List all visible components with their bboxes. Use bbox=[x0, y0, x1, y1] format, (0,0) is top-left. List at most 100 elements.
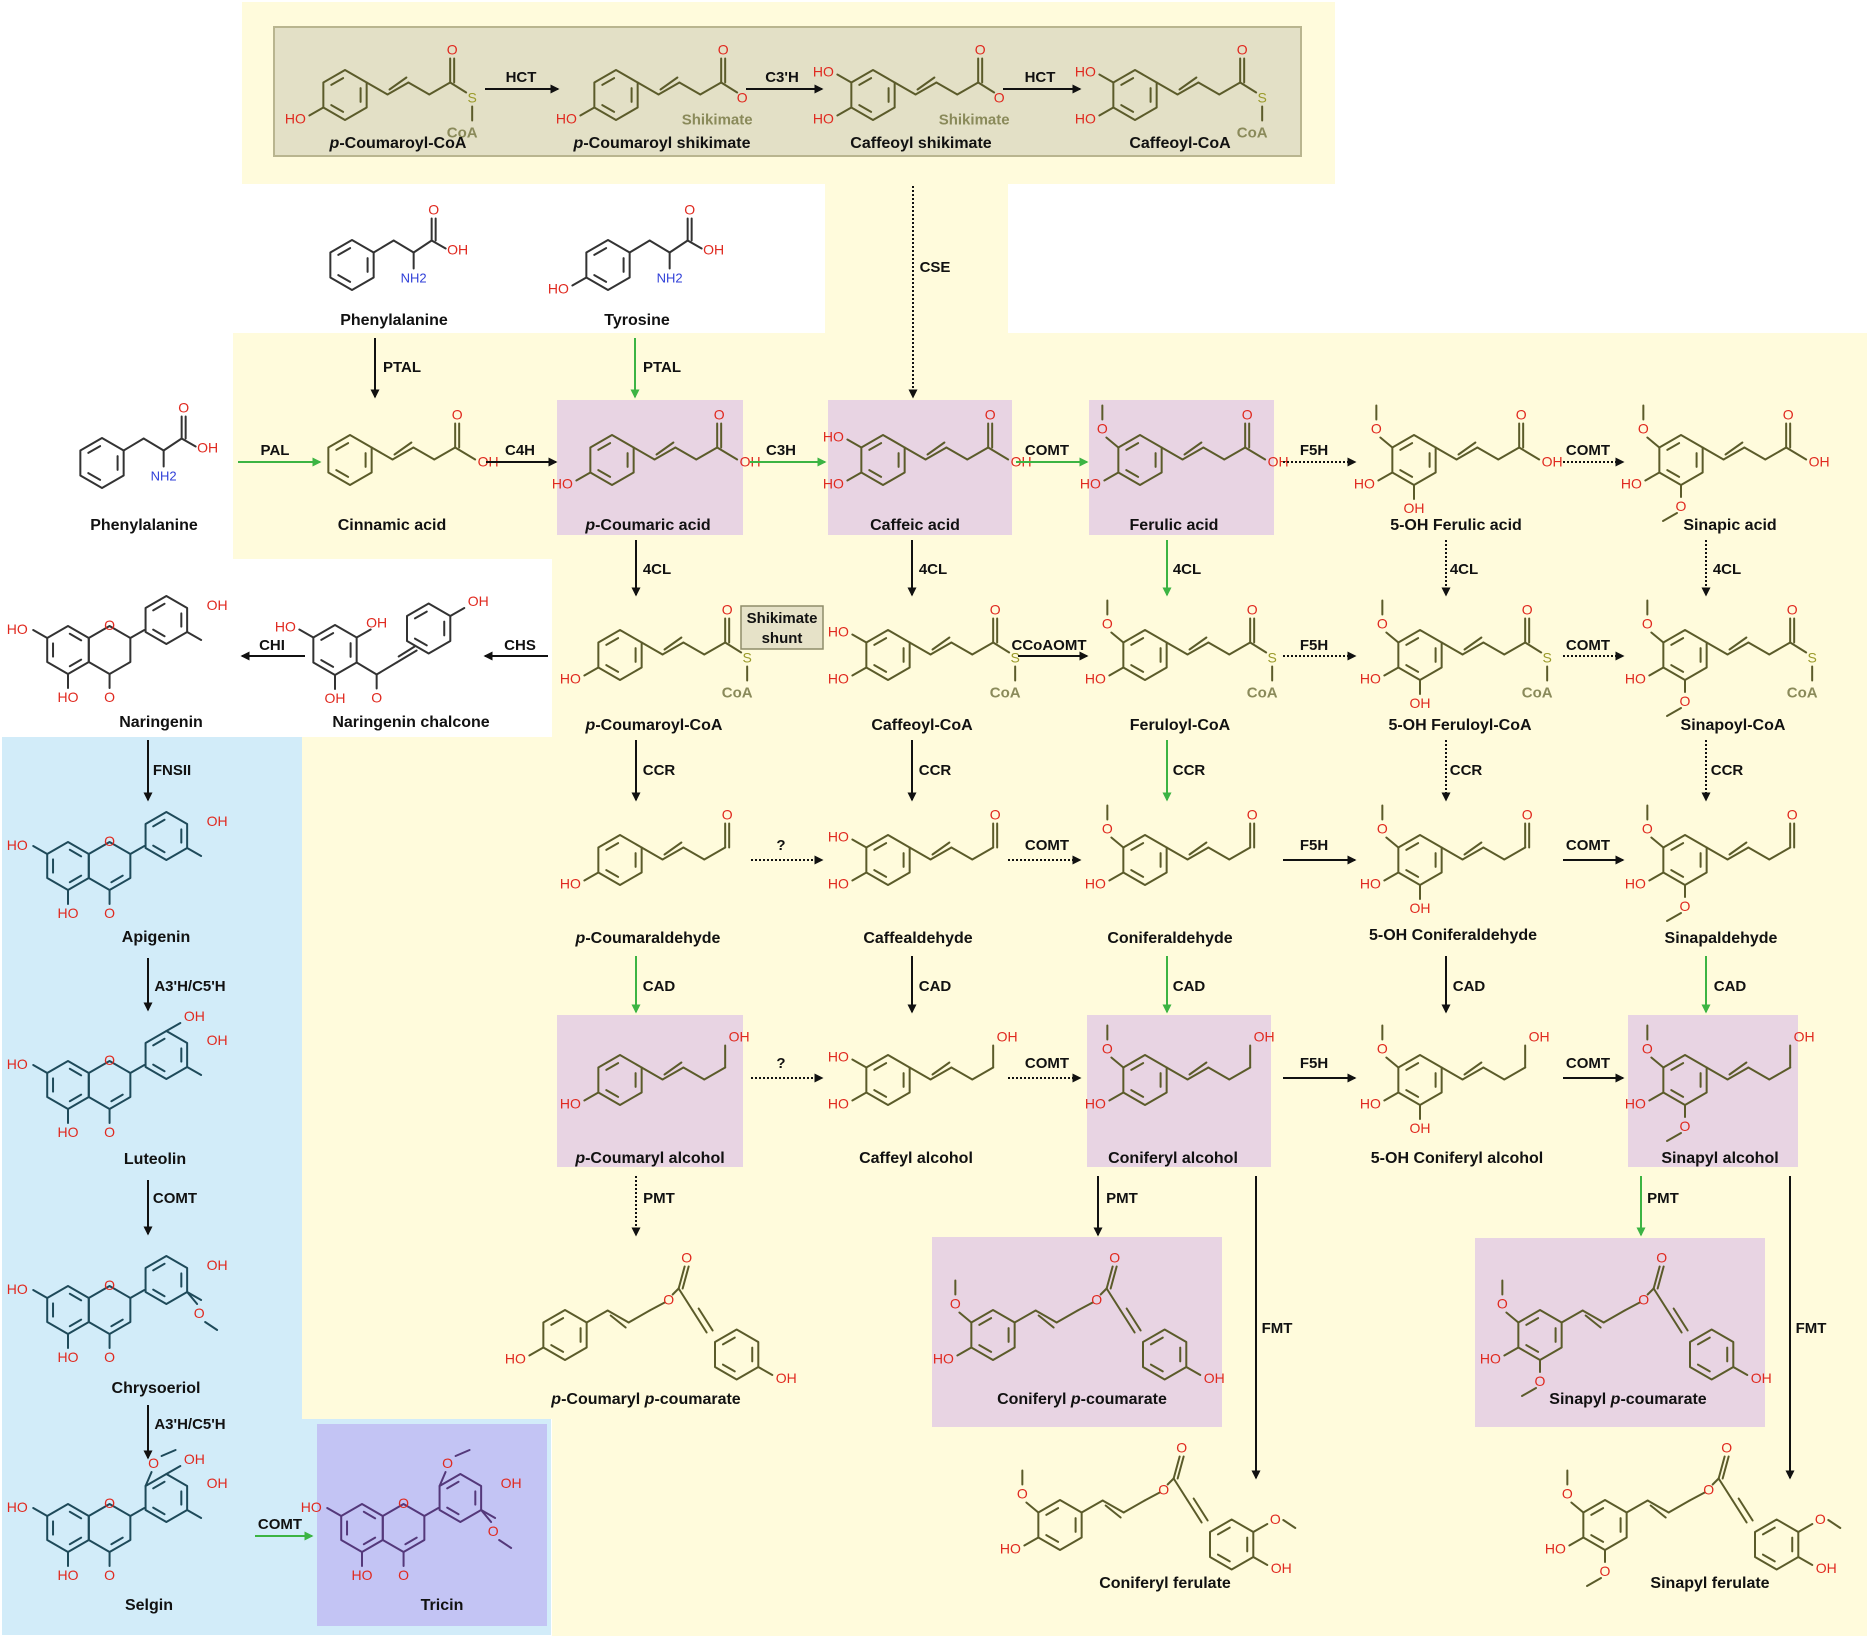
sinapyl-pcoumarate-acyl-carbonyl-double bbox=[1656, 1265, 1665, 1290]
structure-layer: OSCoAHOOOShikimateHOOOShikimateHOHOOSCoA… bbox=[7, 42, 1842, 1587]
coniferaldehyde-chain-bond bbox=[1165, 846, 1189, 861]
pcoumaryl-pcoumarate-acyl-double bbox=[697, 1307, 714, 1332]
caffeic-acid-oh4: HO bbox=[823, 476, 844, 492]
ferulic-acid-chain-bond bbox=[1202, 446, 1226, 461]
caffealdehyde-oh3: HO bbox=[828, 829, 849, 845]
sinapoyl-coa-chain-bond bbox=[1747, 641, 1771, 656]
5oh-coniferyl-alcohol-ome3-o: O bbox=[1377, 1041, 1388, 1057]
coniferyl-ferulate-chain bbox=[1101, 1499, 1125, 1514]
pcoumaroyl-shikimate-chain-bond bbox=[699, 81, 723, 96]
sinapyl-ferulate-chain bbox=[1646, 1499, 1670, 1514]
pcoumaroyl-coa-oh4-bond bbox=[583, 666, 600, 677]
caffeic-acid-oh3: HO bbox=[823, 429, 844, 445]
ring-double-bond bbox=[68, 1093, 83, 1103]
sinapyl-pcoumarate-acid-oh-bond bbox=[1732, 1366, 1749, 1376]
apigenin-oh4p: OH bbox=[207, 813, 228, 829]
ring-double-bond bbox=[152, 1037, 166, 1047]
sinapyl-ferulate-ester-bond bbox=[1711, 1477, 1720, 1486]
ferulic-acid-chain-bond bbox=[1223, 446, 1247, 461]
enzyme-4cl-1: 4CL bbox=[643, 561, 671, 578]
sinapyl-alcohol-oh4: HO bbox=[1625, 1096, 1646, 1112]
ring-double-bond bbox=[152, 628, 166, 638]
5oh-coniferyl-alcohol-oh: OH bbox=[1529, 1029, 1550, 1045]
selgin-ome5p-methyl bbox=[160, 1449, 177, 1457]
5oh-ferulic-acid-oh5: OH bbox=[1404, 500, 1425, 516]
caffeyl-alcohol-oh3: HO bbox=[828, 1049, 849, 1065]
tricin-oh5: HO bbox=[352, 1567, 373, 1583]
label-5oh-coniferaldehyde: 5-OH Coniferaldehyde bbox=[1369, 927, 1537, 944]
pcoumaraldehyde-chain-bond bbox=[661, 846, 685, 861]
5oh-feruloyl-coa-o: O bbox=[1522, 602, 1533, 618]
coniferyl-pcoumarate-acyl-chain-2 bbox=[1119, 1309, 1136, 1334]
ring-double-bond bbox=[593, 274, 608, 283]
sinapoyl-coa-ome5-methyl bbox=[1666, 707, 1682, 717]
label-caffeic-acid: Caffeic acid bbox=[870, 517, 960, 534]
phenylalanine-top-ca bbox=[392, 239, 415, 254]
ring-double-bond bbox=[1130, 664, 1145, 673]
ferulic-acid-chain-bond bbox=[1181, 446, 1205, 461]
caffealdehyde-oh4: HO bbox=[828, 876, 849, 892]
selgin-ome5p-bond bbox=[144, 1471, 153, 1487]
ring-double-bond bbox=[1590, 1534, 1605, 1543]
highlight-sinapyl-alcohol bbox=[1628, 1015, 1798, 1167]
coniferyl-pcoumarate-ome3-o: O bbox=[950, 1296, 961, 1312]
enzyme-labels: HCT C3'H HCT CSE PTAL PTAL PAL C4H C3H C… bbox=[153, 69, 1827, 1533]
ring-double-bond bbox=[152, 1480, 166, 1490]
label-pcoumaroyl-coa: p-Coumaroyl-CoA bbox=[585, 717, 723, 734]
5oh-coniferaldehyde-chain-bond bbox=[1440, 846, 1464, 861]
pcoumaraldehyde-oh4: HO bbox=[560, 876, 581, 892]
naringenin-ring-c bbox=[87, 625, 132, 675]
ring-double-bond bbox=[1525, 1317, 1540, 1326]
enzyme-comt-8: COMT bbox=[153, 1190, 197, 1207]
caffeoyl-coa-oh3: HO bbox=[828, 624, 849, 640]
5oh-feruloyl-coa-s: S bbox=[1542, 650, 1551, 666]
caffeoyl-shikimate-chain-bond bbox=[935, 81, 959, 96]
pcoumaric-acid-hydroxyl-bond bbox=[716, 446, 739, 461]
caffeoyl-coa-coa: CoA bbox=[990, 685, 1021, 702]
label-coniferyl-ferulate: Coniferyl ferulate bbox=[1099, 1575, 1231, 1592]
label-pcoumaryl-pcoumarate: p-Coumaryl p-coumarate bbox=[550, 1391, 740, 1408]
coniferaldehyde-oh4: HO bbox=[1085, 876, 1106, 892]
sinapaldehyde-oh4-bond bbox=[1648, 871, 1665, 882]
5oh-coniferaldehyde-chain-bond bbox=[1503, 846, 1527, 861]
coniferyl-alcohol-ome3-o: O bbox=[1102, 1041, 1113, 1057]
5oh-coniferaldehyde-ome3-bond bbox=[1385, 836, 1400, 849]
sinapyl-pcoumarate-ome5-methyl bbox=[1521, 1387, 1537, 1397]
apigenin-oh7-bond bbox=[32, 845, 49, 855]
ring-double-bond bbox=[68, 1292, 83, 1302]
label-pcoumaric-acid: p-Coumaric acid bbox=[584, 517, 710, 534]
apigenin-oh4p-bond bbox=[186, 847, 203, 857]
sinapyl-alcohol-oh: OH bbox=[1794, 1029, 1815, 1045]
caffeoyl-coa-thioester-bond bbox=[992, 641, 1011, 654]
5oh-ferulic-acid-ome3-bond bbox=[1379, 436, 1394, 449]
ring-double-bond bbox=[335, 442, 350, 451]
5oh-coniferyl-alcohol-chain-bond bbox=[1503, 1066, 1527, 1081]
sinapic-acid-chain-bond bbox=[1743, 446, 1767, 461]
sinapoyl-coa-ome3-o: O bbox=[1642, 616, 1653, 632]
phenylalanine-top-oh: OH bbox=[447, 242, 468, 258]
ring-double-bond bbox=[413, 637, 428, 647]
ring-double-bond bbox=[605, 664, 620, 673]
caffeoyl-coa-top-chain-bond bbox=[1176, 81, 1200, 96]
pcoumaryl-pcoumarate-ester-o: O bbox=[663, 1292, 674, 1308]
coniferyl-pcoumarate-acyl-carbonyl bbox=[1105, 1265, 1114, 1290]
naringenin-chalcone-carbonyl-c bbox=[355, 661, 378, 676]
sinapyl-ferulate-acyl-carbonyl bbox=[1717, 1455, 1726, 1480]
chrysoeriol-ring-b bbox=[144, 1255, 189, 1305]
caffeic-acid-oh4-bond bbox=[846, 471, 863, 482]
pcoumaroyl-coa-s: S bbox=[742, 650, 751, 666]
ring-double-bond bbox=[1120, 77, 1135, 86]
5oh-coniferyl-alcohol-chain-double-bond bbox=[1463, 1061, 1483, 1076]
ring-double-bond bbox=[868, 469, 883, 478]
ring-double-bond bbox=[873, 664, 888, 673]
ferulic-acid-chain-double-bond bbox=[1183, 441, 1203, 456]
ring-double-bond bbox=[320, 632, 335, 641]
pcoumaryl-pcoumarate-oh4-bond bbox=[528, 1346, 545, 1357]
enzyme-unknown-2: ? bbox=[776, 1055, 785, 1072]
chrysoeriol-ring-o: O bbox=[104, 1277, 115, 1293]
pcoumaric-acid-chain-bond bbox=[695, 446, 719, 461]
enzyme-comt-4: COMT bbox=[1025, 837, 1069, 854]
cinnamic-acid-o: O bbox=[452, 407, 463, 423]
coniferyl-pcoumarate-acyl-double bbox=[1125, 1307, 1142, 1332]
label-coniferyl-pcoumarate: Coniferyl p-coumarate bbox=[997, 1391, 1167, 1408]
